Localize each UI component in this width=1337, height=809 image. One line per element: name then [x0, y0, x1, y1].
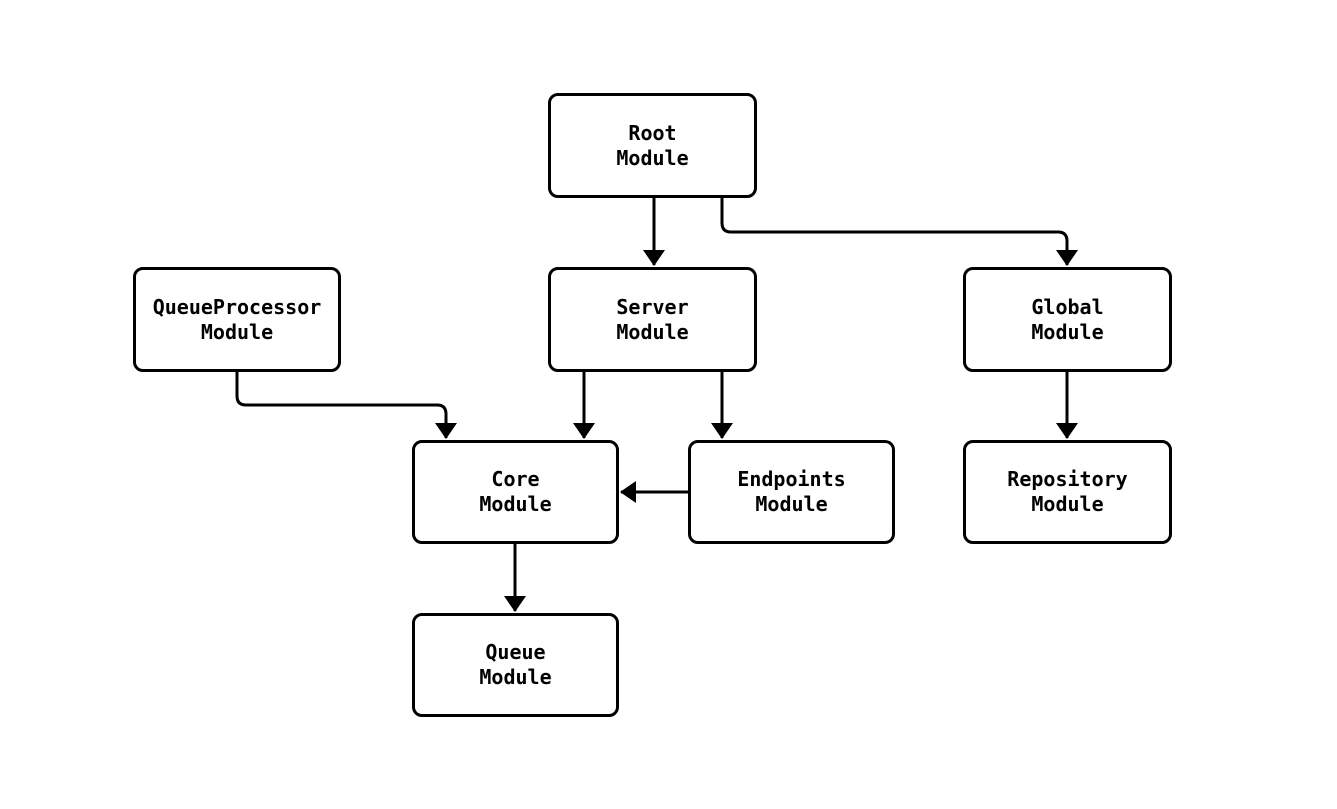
- edge-root-to-global: [720, 198, 1078, 266]
- node-label-line: Module: [479, 492, 552, 516]
- node-label-line: Root: [628, 120, 677, 145]
- node-label-line: Core: [491, 467, 540, 491]
- node-label-line: Endpoints: [737, 467, 846, 491]
- node-label-line: Module: [1031, 492, 1104, 516]
- node-label-line: Queue: [485, 640, 546, 664]
- node-label-line: Module: [616, 319, 689, 344]
- node-label-line: Module: [1031, 319, 1104, 344]
- node-label-line: QueueProcessor: [152, 294, 322, 319]
- node-label-line: Module: [200, 319, 274, 344]
- node-label-line: Module: [616, 145, 689, 170]
- node-label-line: Module: [479, 665, 552, 689]
- node-label-line: Server: [616, 294, 689, 319]
- node-label-line: Global: [1031, 294, 1104, 319]
- node-label-line: Module: [755, 492, 828, 516]
- edge-queueprocessor-to-core: [235, 372, 457, 439]
- node-label-line: Repository: [1007, 467, 1128, 491]
